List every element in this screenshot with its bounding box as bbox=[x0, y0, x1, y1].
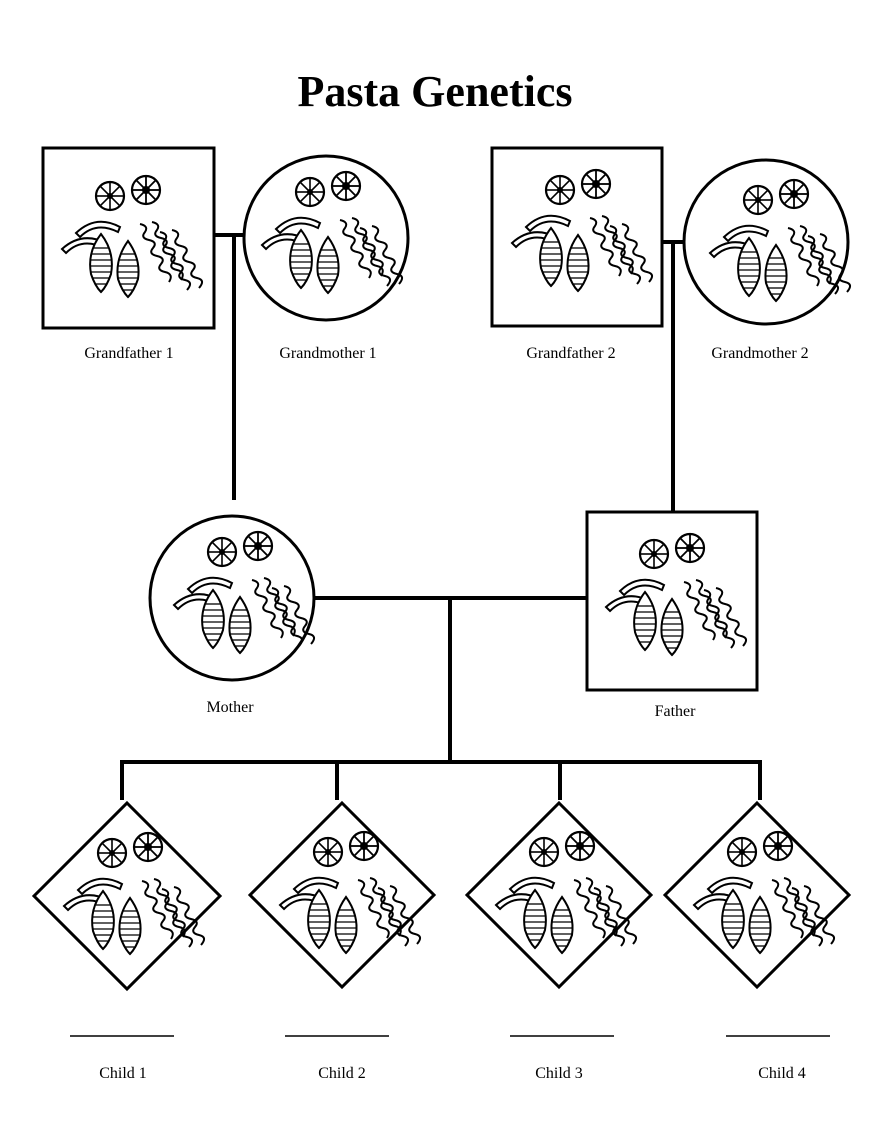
grandmother-2-label: Grandmother 2 bbox=[711, 345, 808, 362]
child-3-node bbox=[464, 800, 654, 990]
father-node bbox=[585, 510, 759, 692]
child-4-node bbox=[662, 800, 852, 990]
grandfather-1-node bbox=[41, 146, 216, 330]
child-4-label: Child 4 bbox=[758, 1065, 806, 1082]
mother-label: Mother bbox=[206, 699, 254, 716]
child-3-label: Child 3 bbox=[535, 1065, 583, 1082]
mother-node bbox=[148, 514, 316, 682]
page-title: Pasta Genetics bbox=[298, 67, 573, 116]
grandmother-2-node bbox=[682, 158, 852, 326]
child-2-node bbox=[247, 800, 437, 990]
grandfather-1-label: Grandfather 1 bbox=[84, 345, 173, 362]
pedigree-lines bbox=[120, 233, 762, 800]
grandfather-2-label: Grandfather 2 bbox=[526, 345, 615, 362]
child-1-label: Child 1 bbox=[99, 1065, 147, 1082]
grandmother-1-node bbox=[242, 154, 410, 322]
child-2-label: Child 2 bbox=[318, 1065, 366, 1082]
grandfather-2-node bbox=[490, 146, 664, 328]
child-1-node bbox=[31, 800, 223, 992]
father-label: Father bbox=[655, 703, 697, 720]
grandmother-1-label: Grandmother 1 bbox=[279, 345, 376, 362]
